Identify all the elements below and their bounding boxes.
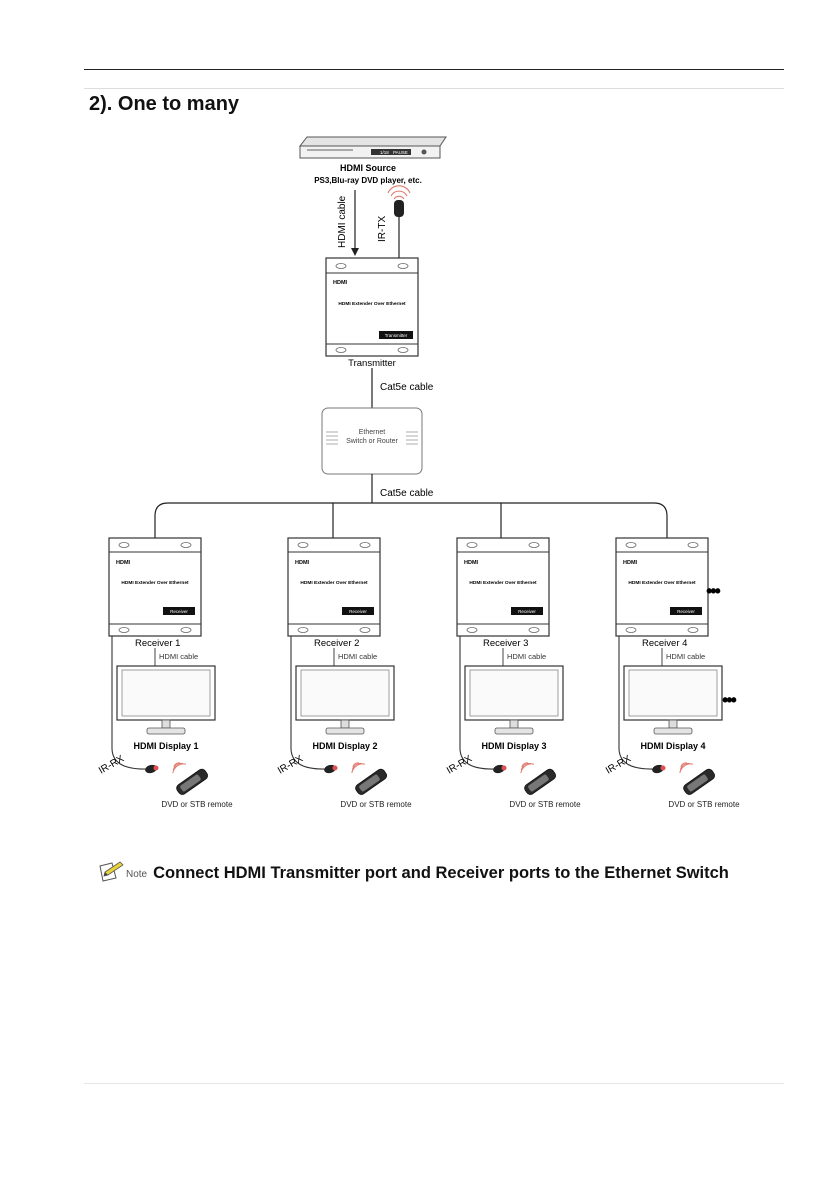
header-rule (84, 69, 784, 70)
distribution-bus (154, 502, 668, 538)
receiver-logo: HDMI (116, 560, 131, 566)
ir-signal-icon (172, 762, 187, 774)
remote-caption: DVD or STB remote (161, 800, 233, 809)
footer-rule (84, 1083, 784, 1084)
hdmi-source-device: 1/18 PAUSE (298, 136, 447, 159)
cat5e-label-top: Cat5e cable (380, 382, 434, 393)
display-cable-label: HDMI cable (666, 652, 705, 661)
display-cable-label: HDMI cable (159, 652, 198, 661)
switch-line-2: Switch or Router (346, 438, 398, 445)
ir-tx-label: IR-TX (377, 216, 388, 242)
receiver-caption: Receiver 2 (314, 638, 359, 649)
receiver-caption: Receiver 3 (483, 638, 528, 649)
transmitter-unit: HDMI HDMI Extender Over Ethernet Transmi… (325, 257, 419, 357)
ir-tx-emitter (394, 200, 404, 217)
ir-rx-label: IR-RX (445, 753, 474, 776)
more-displays-indicator: ••• (722, 690, 737, 710)
display-caption: HDMI Display 1 (133, 741, 198, 751)
display-caption: HDMI Display 2 (312, 741, 377, 751)
note-paragraph: Note Connect HDMI Transmitter port and Re… (98, 856, 772, 892)
receiver-title: HDMI Extender Over Ethernet (121, 580, 189, 586)
receiver-title: HDMI Extender Over Ethernet (300, 580, 368, 586)
display-caption: HDMI Display 3 (481, 741, 546, 751)
source-name: HDMI Source (340, 163, 396, 173)
receiver-tag: Receiver (677, 609, 695, 614)
transmitter-title: HDMI Extender Over Ethernet (338, 301, 406, 307)
source-button-text: PAUSE (393, 150, 408, 155)
remote-control-icon (524, 768, 557, 795)
hdmi-display-monitor (623, 665, 723, 735)
transmitter-caption: Transmitter (348, 358, 396, 369)
display-cable-label: HDMI cable (507, 652, 546, 661)
more-receivers-indicator: ••• (706, 581, 721, 601)
ir-rx-cable (618, 636, 655, 770)
ir-rx-cable (290, 636, 327, 770)
receiver-logo: HDMI (295, 560, 310, 566)
receiver-title: HDMI Extender Over Ethernet (469, 580, 537, 586)
cat5e-label-bottom: Cat5e cable (380, 488, 434, 499)
hdmi-display-monitor (464, 665, 564, 735)
remote-control-icon (355, 768, 388, 795)
note-label: Note (126, 869, 148, 880)
receiver-tag: Receiver (170, 609, 188, 614)
receiver-column-1: HDMI HDMI Extender Over EthernetReceiverR… (97, 537, 233, 809)
remote-control-icon (683, 768, 716, 795)
note-pencil-icon (99, 861, 124, 882)
ir-signal-icon (679, 762, 694, 774)
display-caption: HDMI Display 4 (640, 741, 705, 751)
ethernet-switch: Ethernet Switch or Router (321, 407, 423, 475)
transmitter-logo: HDMI (333, 280, 348, 286)
receiver-column-2: HDMI HDMI Extender Over EthernetReceiverR… (276, 537, 412, 809)
receiver-column-3: HDMI HDMI Extender Over EthernetReceiverR… (445, 537, 581, 809)
ir-rx-cable (459, 636, 496, 770)
remote-caption: DVD or STB remote (340, 800, 412, 809)
receiver-column-4: HDMI HDMI Extender Over EthernetReceiverR… (604, 537, 740, 809)
receiver-caption: Receiver 4 (642, 638, 687, 649)
ir-tx-signal-icon (387, 185, 411, 200)
receiver-caption: Receiver 1 (135, 638, 180, 649)
ir-rx-cable (111, 636, 148, 770)
hdmi-cable-label: HDMI cable (337, 195, 348, 248)
source-display-panel (371, 149, 411, 155)
note-text: Connect HDMI Transmitter port and Receiv… (153, 864, 729, 882)
hdmi-cable-arrow (351, 248, 359, 256)
source-display-text: 1/18 (380, 150, 389, 155)
section-title: 2). One to many (89, 93, 240, 115)
ir-signal-icon (520, 762, 535, 774)
remote-caption: DVD or STB remote (509, 800, 581, 809)
source-description: PS3,Blu-ray DVD player, etc. (314, 176, 422, 185)
receiver-tag: Receiver (518, 609, 536, 614)
remote-caption: DVD or STB remote (668, 800, 740, 809)
hdmi-display-monitor (116, 665, 216, 735)
connection-diagram: 1/18 PAUSE HDMI Source PS3,Blu-ray DVD p… (97, 136, 740, 809)
receiver-title: HDMI Extender Over Ethernet (628, 580, 696, 586)
ir-rx-label: IR-RX (604, 753, 633, 776)
hdmi-display-monitor (295, 665, 395, 735)
receiver-logo: HDMI (464, 560, 479, 566)
ir-rx-label: IR-RX (97, 753, 126, 776)
display-cable-label: HDMI cable (338, 652, 377, 661)
transmitter-tag: Transmitter (385, 333, 408, 338)
receiver-tag: Receiver (349, 609, 367, 614)
switch-line-1: Ethernet (359, 429, 386, 436)
remote-control-icon (176, 768, 209, 795)
ir-signal-icon (351, 762, 366, 774)
receiver-logo: HDMI (623, 560, 638, 566)
ir-rx-label: IR-RX (276, 753, 305, 776)
header-rule-light (84, 88, 784, 89)
